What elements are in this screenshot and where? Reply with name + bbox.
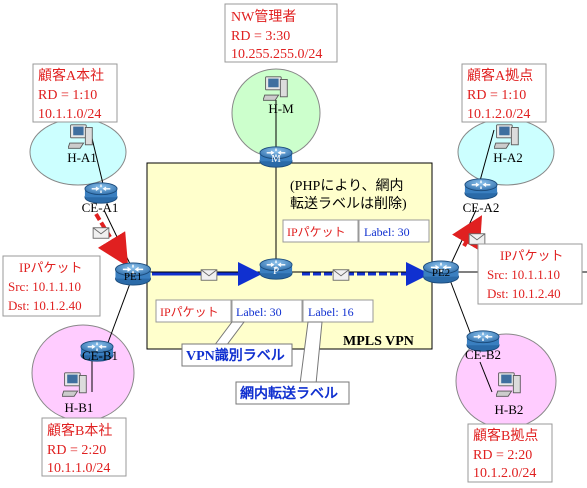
callout-vpn-text: VPN識別ラベル xyxy=(186,347,285,364)
router-pe1-label: PE1 xyxy=(124,271,142,283)
customer-b-branch-rd: RD = 2:20 xyxy=(473,448,532,463)
info-box-customer-a-hq: 顧客A本社 RD = 1:10 10.1.1.0/24 xyxy=(32,63,118,123)
customer-a-branch-title: 顧客A拠点 xyxy=(467,67,533,84)
router-p: P xyxy=(259,258,293,280)
flow-arrow-ce-to-pe1 xyxy=(94,212,129,267)
packet-right-dst: Dst: 10.1.2.40 xyxy=(487,286,561,301)
info-box-customer-b-hq: 顧客B本社 RD = 2:20 10.1.1.0/24 xyxy=(41,417,127,477)
router-pe2-label: PE2 xyxy=(432,267,450,279)
callout-net-label: 網内転送ラベル xyxy=(235,321,350,405)
host-h-b1-label: H-B1 xyxy=(65,400,94,415)
host-h-m-label: H-M xyxy=(268,101,294,116)
nw-admin-net: 10.255.255.0/24 xyxy=(231,47,322,62)
callout-vpn-label: VPN識別ラベル xyxy=(181,321,293,367)
customer-b-hq-rd: RD = 2:20 xyxy=(47,443,106,458)
router-pe2: PE2 xyxy=(422,260,460,284)
customer-b-hq-title: 顧客B本社 xyxy=(47,422,112,439)
host-h-m: H-M xyxy=(263,76,294,116)
php-note: (PHPにより、網内 転送ラベルは削除) xyxy=(290,178,407,212)
customer-b-branch-title: 顧客B拠点 xyxy=(473,427,538,444)
frame-right: IPパケット Label: 30 xyxy=(282,219,430,243)
router-ce-b1-label: CE-B1 xyxy=(82,348,118,363)
host-h-b2-label: H-B2 xyxy=(495,402,524,417)
router-m-label: M xyxy=(271,153,281,165)
php-note-line2: 転送ラベルは削除) xyxy=(290,196,407,212)
packet-left-dst: Dst: 10.1.2.40 xyxy=(8,298,82,313)
host-h-a1: H-A1 xyxy=(67,124,97,165)
packet-right-src: Src: 10.1.1.10 xyxy=(487,267,560,282)
host-h-a2: H-A2 xyxy=(493,124,523,165)
nw-admin-rd: RD = 3:30 xyxy=(231,29,290,44)
info-box-nw-admin: NW管理者 RD = 3:30 10.255.255.0/24 xyxy=(224,3,338,63)
packet-right-title: IPパケット xyxy=(500,248,564,263)
router-ce-a2: CE-A2 xyxy=(463,178,500,215)
router-ce-a2-label: CE-A2 xyxy=(463,200,500,215)
customer-b-branch-net: 10.1.2.0/24 xyxy=(473,466,536,481)
packet-left-src: Src: 10.1.1.10 xyxy=(8,279,81,294)
frame-right-vpn-label: Label: 30 xyxy=(364,225,410,239)
router-ce-b2: CE-B2 xyxy=(465,330,501,362)
packet-left-title: IPパケット xyxy=(19,260,83,275)
frame-mid-vpn-label: Label: 30 xyxy=(236,305,282,319)
php-note-line1: (PHPにより、網内 xyxy=(290,178,404,194)
customer-a-branch-net: 10.1.2.0/24 xyxy=(467,107,530,122)
packet-envelope-p-pe2 xyxy=(332,269,350,281)
packet-envelope-pe1-p xyxy=(200,269,218,281)
router-m: M xyxy=(259,146,293,168)
frame-right-ip: IPパケット xyxy=(287,225,346,239)
customer-a-hq-title: 顧客A本社 xyxy=(38,67,104,84)
mpls-vpn-label: MPLS VPN xyxy=(343,334,414,349)
frame-middle: IPパケット Label: 30 Label: 16 xyxy=(155,299,374,323)
host-h-b2: H-B2 xyxy=(495,372,524,417)
customer-b-hq-net: 10.1.1.0/24 xyxy=(47,461,110,476)
frame-mid-ip: IPパケット xyxy=(160,305,219,319)
packet-info-right: IPパケット Src: 10.1.1.10 Dst: 10.1.2.40 xyxy=(477,243,583,305)
nw-admin-title: NW管理者 xyxy=(231,9,296,25)
packet-info-left: IPパケット Src: 10.1.1.10 Dst: 10.1.2.40 xyxy=(2,255,101,317)
router-ce-a1: CE-A1 xyxy=(82,182,119,215)
host-h-a2-label: H-A2 xyxy=(493,150,523,165)
customer-a-hq-rd: RD = 1:10 xyxy=(38,88,97,103)
router-pe1: PE1 xyxy=(114,262,152,286)
router-ce-a1-label: CE-A1 xyxy=(82,200,119,215)
customer-a-branch-rd: RD = 1:10 xyxy=(467,88,526,103)
host-h-a1-label: H-A1 xyxy=(67,150,97,165)
callout-net-text: 網内転送ラベル xyxy=(240,385,338,402)
host-h-b1: H-B1 xyxy=(62,372,94,415)
packet-envelope-ce-a1 xyxy=(92,227,110,239)
packet-envelope-ce-a2 xyxy=(468,233,486,245)
info-box-customer-a-branch: 顧客A拠点 RD = 1:10 10.1.2.0/24 xyxy=(461,63,547,123)
router-ce-b1: CE-B1 xyxy=(80,340,118,363)
router-p-label: P xyxy=(273,265,279,277)
router-ce-b2-label: CE-B2 xyxy=(465,347,501,362)
info-box-customer-b-branch: 顧客B拠点 RD = 2:20 10.1.2.0/24 xyxy=(467,423,553,483)
frame-mid-net-label: Label: 16 xyxy=(308,305,354,319)
customer-a-hq-net: 10.1.1.0/24 xyxy=(38,107,101,122)
